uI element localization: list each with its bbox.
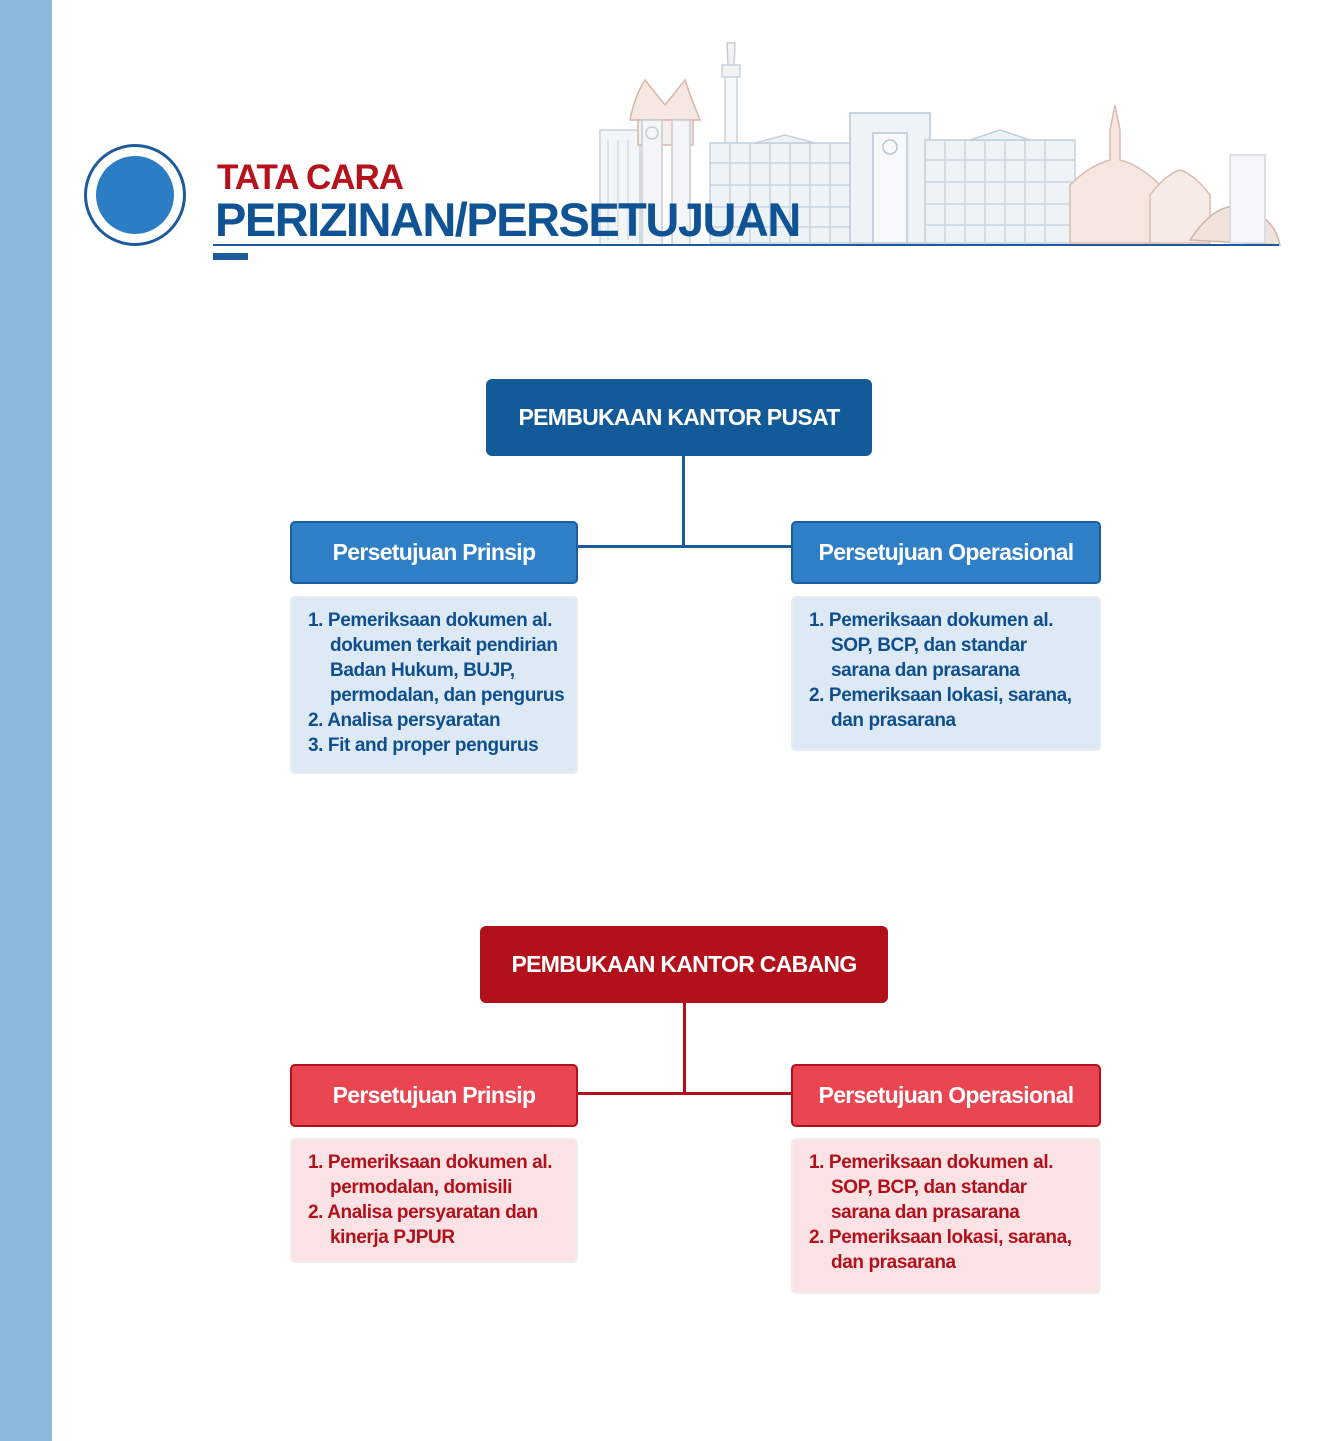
detail-line: sarana dan prasarana bbox=[831, 660, 1020, 681]
branch-box-operasional: Persetujuan Operasional bbox=[791, 521, 1101, 584]
detail-line: 3. Fit and proper pengurus bbox=[308, 735, 539, 756]
logo-disc bbox=[96, 156, 174, 234]
detail-line: 1. Pemeriksaan dokumen al. bbox=[809, 610, 1054, 631]
detail-line: 2. Analisa persyaratan dan bbox=[308, 1202, 538, 1223]
detail-line: dan prasarana bbox=[831, 1252, 956, 1273]
connector-vertical bbox=[682, 456, 685, 548]
detail-box-operasional: 1. Pemeriksaan dokumen al. SOP, BCP, dan… bbox=[791, 1138, 1101, 1294]
detail-line: 1. Pemeriksaan dokumen al. bbox=[308, 610, 553, 631]
branch-box-prinsip: Persetujuan Prinsip bbox=[290, 521, 578, 584]
root-box-kantor-cabang: PEMBUKAAN KANTOR CABANG bbox=[480, 926, 888, 1003]
detail-line: permodalan, dan pengurus bbox=[330, 685, 565, 706]
detail-box-prinsip: 1. Pemeriksaan dokumen al. permodalan, d… bbox=[290, 1138, 578, 1263]
detail-box-operasional: 1. Pemeriksaan dokumen al. SOP, BCP, dan… bbox=[791, 596, 1101, 751]
detail-line: kinerja PJPUR bbox=[330, 1227, 455, 1248]
branch-box-operasional: Persetujuan Operasional bbox=[791, 1064, 1101, 1127]
title-accent-bar bbox=[213, 253, 248, 260]
detail-line: 2. Analisa persyaratan bbox=[308, 710, 501, 731]
detail-line: permodalan, domisili bbox=[330, 1177, 513, 1198]
detail-line: sarana dan prasarana bbox=[831, 1202, 1020, 1223]
detail-line: dan prasarana bbox=[831, 710, 956, 731]
detail-line: Badan Hukum, BUJP, bbox=[330, 660, 515, 681]
left-sidebar-strip bbox=[0, 0, 52, 1441]
city-skyline-illustration bbox=[599, 42, 1281, 246]
detail-line: 2. Pemeriksaan lokasi, sarana, bbox=[809, 1227, 1072, 1248]
detail-line: dokumen terkait pendirian bbox=[330, 635, 558, 656]
detail-box-prinsip: 1. Pemeriksaan dokumen al. dokumen terka… bbox=[290, 596, 578, 774]
connector-horizontal bbox=[578, 545, 792, 548]
detail-line: SOP, BCP, dan standar bbox=[831, 1177, 1027, 1198]
branch-box-prinsip: Persetujuan Prinsip bbox=[290, 1064, 578, 1127]
detail-line: SOP, BCP, dan standar bbox=[831, 635, 1027, 656]
page-title: PERIZINAN/PERSETUJUAN bbox=[215, 193, 801, 246]
connector-horizontal bbox=[578, 1092, 792, 1095]
detail-line: 1. Pemeriksaan dokumen al. bbox=[308, 1152, 553, 1173]
detail-line: 2. Pemeriksaan lokasi, sarana, bbox=[809, 685, 1072, 706]
connector-vertical bbox=[683, 1003, 686, 1093]
title-underline bbox=[213, 244, 1279, 246]
logo-icon bbox=[84, 144, 186, 246]
title-small: TATA CARA bbox=[217, 158, 404, 197]
root-box-kantor-pusat: PEMBUKAAN KANTOR PUSAT bbox=[486, 379, 872, 456]
detail-line: 1. Pemeriksaan dokumen al. bbox=[809, 1152, 1054, 1173]
